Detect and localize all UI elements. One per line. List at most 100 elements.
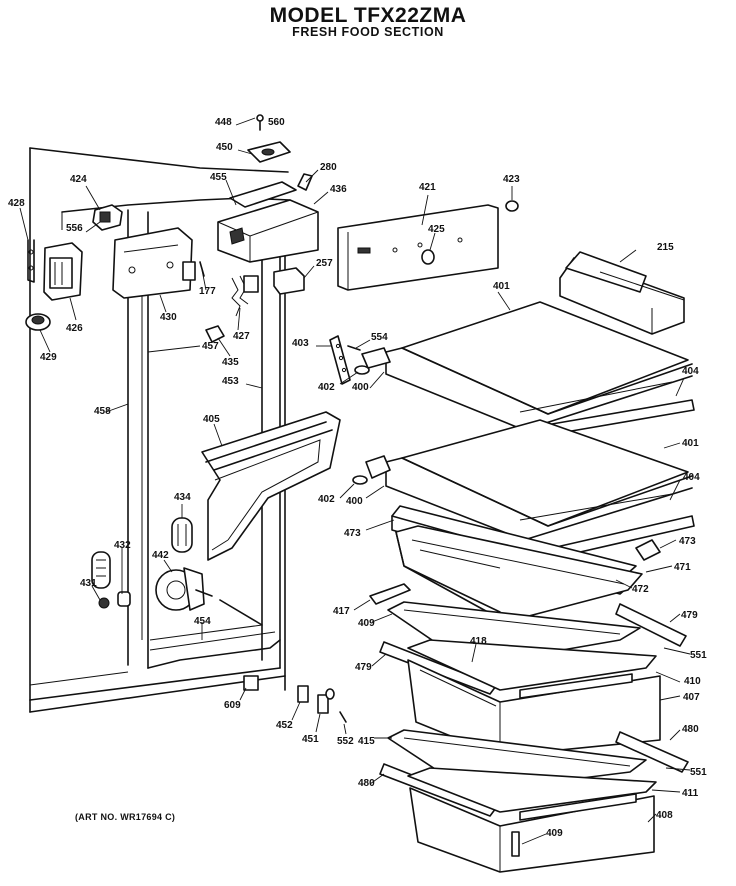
wiring-427 bbox=[231, 275, 259, 317]
callout-401: 401 bbox=[493, 281, 510, 292]
callout-448: 448 bbox=[215, 117, 232, 128]
callout-458: 458 bbox=[94, 406, 111, 417]
callout-215: 215 bbox=[657, 242, 674, 253]
upper-shelf-401 bbox=[354, 301, 695, 435]
cover-434 bbox=[171, 517, 193, 553]
callout-552: 552 bbox=[337, 736, 354, 747]
callout-428: 428 bbox=[8, 198, 25, 209]
grille-432 bbox=[91, 551, 111, 589]
callout-labels: 448 560 450 280 455 436 424 421 423 428 556 425 215 4… bbox=[8, 117, 707, 839]
callout-257: 257 bbox=[316, 258, 333, 269]
callout-436: 436 bbox=[330, 184, 347, 195]
callout-415: 415 bbox=[358, 736, 375, 747]
callout-431: 431 bbox=[80, 578, 97, 589]
callout-417: 417 bbox=[333, 606, 350, 617]
thermistor-280 bbox=[297, 173, 313, 191]
callout-551: 551 bbox=[690, 650, 707, 661]
callout-442: 442 bbox=[152, 550, 169, 561]
callout-435: 435 bbox=[222, 357, 239, 368]
callout-480: 480 bbox=[358, 778, 375, 789]
callout-452: 452 bbox=[276, 720, 293, 731]
slide-rail-479 bbox=[379, 603, 687, 695]
lower-shelf-401 bbox=[352, 419, 695, 559]
callout-421: 421 bbox=[419, 182, 436, 193]
bracket-257 bbox=[273, 267, 305, 295]
callout-560: 560 bbox=[268, 117, 285, 128]
upper-drawer-407 bbox=[407, 639, 661, 757]
callout-402: 402 bbox=[318, 494, 335, 505]
callout-480: 480 bbox=[682, 724, 699, 735]
section-subtitle: FRESH FOOD SECTION bbox=[292, 25, 444, 39]
callout-405: 405 bbox=[203, 414, 220, 425]
callout-479: 479 bbox=[681, 610, 698, 621]
callout-280: 280 bbox=[320, 162, 337, 173]
callout-479: 479 bbox=[355, 662, 372, 673]
callout-454: 454 bbox=[194, 616, 211, 627]
model-title: MODEL TFX22ZMA bbox=[269, 4, 467, 27]
rail-417 bbox=[369, 583, 411, 605]
plug-431 bbox=[98, 591, 131, 609]
callout-410: 410 bbox=[684, 676, 701, 687]
bracket-473 bbox=[635, 539, 661, 561]
callout-457: 457 bbox=[202, 341, 219, 352]
callout-402: 402 bbox=[318, 382, 335, 393]
callout-609: 609 bbox=[224, 700, 241, 711]
callout-411: 411 bbox=[682, 788, 699, 799]
callout-453: 453 bbox=[222, 376, 239, 387]
callout-471: 471 bbox=[674, 562, 691, 573]
bulb-435 bbox=[205, 325, 225, 343]
art-number: (ART NO. WR17694 C) bbox=[75, 812, 176, 822]
thermostat-knob-429 bbox=[25, 313, 51, 331]
leader-lines bbox=[19, 117, 691, 845]
callout-409: 409 bbox=[546, 828, 563, 839]
callout-450: 450 bbox=[216, 142, 233, 153]
callout-407: 407 bbox=[683, 692, 700, 703]
callout-434: 434 bbox=[174, 492, 191, 503]
callout-427: 427 bbox=[233, 331, 250, 342]
knob-423 bbox=[505, 200, 519, 212]
callout-551: 551 bbox=[690, 767, 707, 778]
lower-drawer-408 bbox=[407, 767, 657, 873]
callout-556: 556 bbox=[66, 223, 83, 234]
callout-473: 473 bbox=[344, 528, 361, 539]
callout-455: 455 bbox=[210, 172, 227, 183]
callout-423: 423 bbox=[503, 174, 520, 185]
fan-assembly-442 bbox=[155, 567, 213, 611]
callout-451: 451 bbox=[302, 734, 319, 745]
callout-177: 177 bbox=[199, 286, 216, 297]
callout-426: 426 bbox=[66, 323, 83, 334]
damper-450 bbox=[247, 114, 291, 163]
callout-403: 403 bbox=[292, 338, 309, 349]
callout-404: 404 bbox=[683, 472, 700, 483]
air-duct-405 bbox=[201, 411, 341, 561]
control-panel-421 bbox=[337, 204, 499, 291]
clip-177 bbox=[199, 261, 205, 277]
dairy-bin-215 bbox=[559, 251, 685, 335]
callout-424: 424 bbox=[70, 174, 87, 185]
callout-432: 432 bbox=[114, 540, 131, 551]
callout-473: 473 bbox=[679, 536, 696, 547]
callout-554: 554 bbox=[371, 332, 388, 343]
callout-430: 430 bbox=[160, 312, 177, 323]
callout-472: 472 bbox=[632, 584, 649, 595]
knob-425 bbox=[421, 249, 435, 265]
callout-425: 425 bbox=[428, 224, 445, 235]
callout-429: 429 bbox=[40, 352, 57, 363]
callout-408: 408 bbox=[656, 810, 673, 821]
callout-400: 400 bbox=[352, 382, 369, 393]
light-housing-430 bbox=[112, 227, 196, 299]
lamp-socket-426 bbox=[43, 242, 83, 301]
callout-409: 409 bbox=[358, 618, 375, 629]
control-housing-436 bbox=[217, 181, 319, 263]
callout-400: 400 bbox=[346, 496, 363, 507]
bracket-428 bbox=[27, 239, 35, 283]
shelf-support-403 bbox=[329, 335, 351, 385]
callout-418: 418 bbox=[470, 636, 487, 647]
screw-554 bbox=[347, 345, 361, 351]
hinge-parts-609-452-451-552 bbox=[243, 675, 347, 723]
callout-401: 401 bbox=[682, 438, 699, 449]
light-switch-424 bbox=[92, 204, 123, 231]
callout-404: 404 bbox=[682, 366, 699, 377]
